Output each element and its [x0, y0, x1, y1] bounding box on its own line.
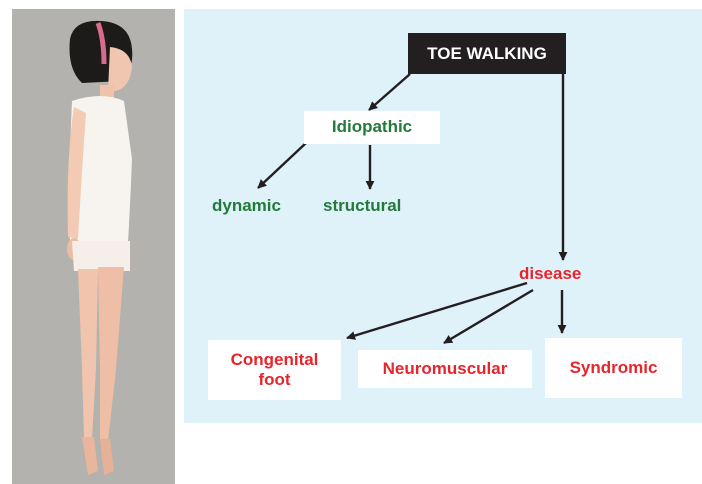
arrow-disease-to-neuromuscular — [444, 290, 533, 343]
dynamic-label: dynamic — [212, 196, 281, 216]
arrow-root-to-idiopathic — [369, 74, 410, 110]
disease-label: disease — [519, 264, 581, 284]
syndromic-label: Syndromic — [570, 358, 658, 378]
idiopathic-node: Idiopathic — [304, 111, 440, 144]
syndromic-node: Syndromic — [545, 338, 682, 398]
neuromuscular-node: Neuromuscular — [358, 350, 532, 388]
idiopathic-label: Idiopathic — [332, 117, 412, 137]
root-label: TOE WALKING — [427, 44, 547, 64]
root-node: TOE WALKING — [408, 33, 566, 74]
structural-label: structural — [323, 196, 401, 216]
congenital-foot-node: Congenital foot — [208, 340, 341, 400]
arrow-idiopathic-to-dynamic — [258, 143, 306, 188]
neuromuscular-label: Neuromuscular — [383, 359, 508, 379]
congenital-foot-label: Congenital foot — [225, 350, 325, 391]
